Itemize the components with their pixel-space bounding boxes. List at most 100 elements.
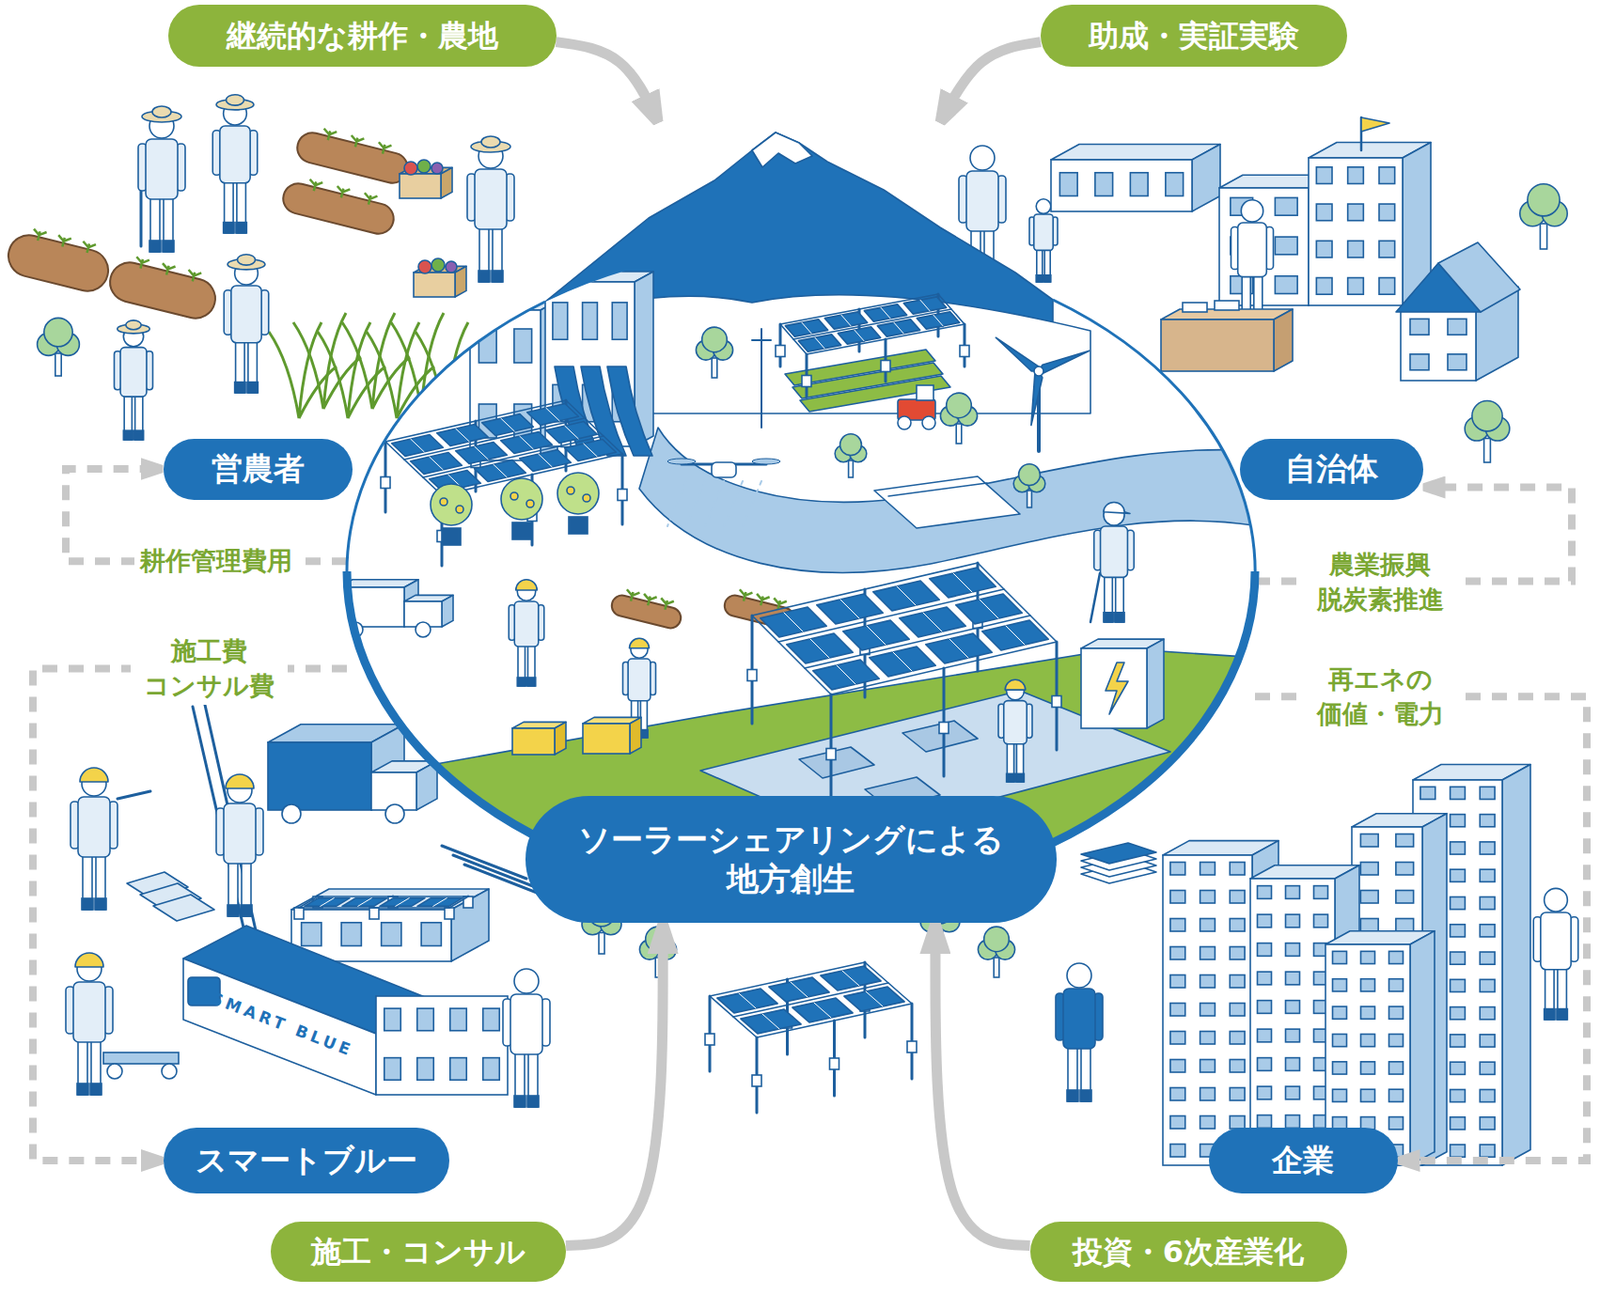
tree bbox=[977, 926, 1015, 978]
role-pill: 施工・コンサル bbox=[270, 1222, 566, 1283]
junction-box bbox=[747, 670, 757, 682]
window bbox=[421, 923, 441, 947]
spray bbox=[723, 481, 743, 527]
role-pill: 営農者 bbox=[163, 439, 353, 501]
window bbox=[1420, 786, 1436, 800]
window bbox=[1479, 1062, 1495, 1075]
crate bbox=[512, 721, 566, 755]
paddy-plot bbox=[799, 747, 875, 779]
window bbox=[1479, 1035, 1495, 1048]
window bbox=[1257, 972, 1272, 986]
panel-grid bbox=[501, 418, 515, 432]
boot bbox=[527, 1096, 539, 1108]
pill-text: 投資・6次産業化 bbox=[1072, 1233, 1304, 1271]
person bbox=[1533, 888, 1579, 1020]
junction-box bbox=[444, 908, 455, 920]
torso bbox=[510, 994, 543, 1055]
soil bbox=[294, 129, 411, 187]
building bbox=[291, 889, 489, 962]
drone bbox=[667, 458, 781, 527]
window bbox=[1095, 172, 1114, 197]
window bbox=[1450, 815, 1466, 828]
window bbox=[1316, 278, 1333, 296]
leg bbox=[1067, 1043, 1078, 1102]
boot bbox=[240, 905, 252, 917]
solar-panel bbox=[527, 404, 580, 426]
paper bbox=[1214, 300, 1240, 311]
solar-panel bbox=[798, 334, 841, 352]
leg bbox=[1044, 247, 1051, 283]
junction-box bbox=[1051, 696, 1062, 708]
window bbox=[1257, 1086, 1272, 1100]
solar-panel bbox=[843, 620, 910, 651]
helmet bbox=[1004, 679, 1026, 691]
leg bbox=[1006, 739, 1014, 783]
solar-panel bbox=[869, 646, 937, 677]
sprout bbox=[658, 597, 675, 612]
turbine-blade bbox=[1036, 347, 1092, 375]
utility-pole bbox=[752, 339, 771, 342]
snow-cap bbox=[752, 132, 813, 168]
helmet bbox=[225, 774, 254, 789]
leg bbox=[1016, 739, 1023, 783]
window bbox=[1229, 1116, 1245, 1130]
torso bbox=[145, 139, 178, 200]
person bbox=[1094, 501, 1135, 623]
panel-grid bbox=[358, 898, 372, 908]
boot bbox=[223, 222, 235, 234]
flow-arrow bbox=[940, 42, 1041, 124]
window bbox=[1389, 1062, 1404, 1075]
tractor-cab bbox=[916, 385, 934, 401]
window bbox=[1450, 1007, 1466, 1020]
role-pill: 自治体 bbox=[1239, 439, 1424, 501]
tree-trunk bbox=[993, 957, 1000, 978]
tree-trunk bbox=[598, 933, 605, 956]
panel-grid bbox=[810, 639, 830, 659]
pill-text: 助成・実証実験 bbox=[1088, 16, 1300, 55]
straw-hat bbox=[226, 94, 245, 106]
tree-crown bbox=[840, 434, 863, 456]
sprout bbox=[159, 263, 175, 277]
window bbox=[1316, 203, 1333, 221]
window bbox=[1286, 1058, 1301, 1072]
leg bbox=[492, 223, 502, 283]
window bbox=[1316, 240, 1333, 258]
window bbox=[1410, 354, 1429, 371]
sprout bbox=[134, 256, 150, 270]
panel-grid bbox=[519, 436, 534, 450]
leg bbox=[95, 851, 106, 910]
role-pill: 企業 bbox=[1208, 1128, 1398, 1194]
torso bbox=[514, 601, 539, 647]
boot bbox=[1066, 1090, 1079, 1102]
window bbox=[1450, 842, 1466, 855]
tree bbox=[1464, 401, 1510, 463]
lemon bbox=[510, 492, 518, 501]
panel-grid bbox=[836, 665, 856, 685]
leg bbox=[1036, 247, 1043, 283]
wheel bbox=[282, 804, 301, 824]
scene-outer bbox=[3, 94, 1578, 1166]
window bbox=[1348, 203, 1365, 221]
boot bbox=[1080, 1090, 1092, 1102]
turbine-blade bbox=[1025, 370, 1044, 426]
window bbox=[1450, 1145, 1466, 1158]
straw-hat bbox=[237, 254, 256, 266]
window bbox=[1396, 862, 1414, 877]
window bbox=[384, 1008, 402, 1032]
panel-grid bbox=[923, 612, 942, 632]
wall-side bbox=[454, 266, 467, 298]
torso bbox=[1238, 222, 1268, 278]
boot bbox=[1016, 773, 1025, 783]
window bbox=[1450, 869, 1466, 882]
boot bbox=[162, 240, 174, 252]
window bbox=[1479, 786, 1495, 800]
pill-text: ソーラーシェアリングによる 地方創生 bbox=[576, 819, 1006, 900]
wall-front bbox=[267, 742, 372, 811]
solar-panel bbox=[455, 442, 508, 465]
window bbox=[1286, 972, 1301, 986]
person bbox=[65, 953, 113, 1096]
boot bbox=[247, 382, 258, 393]
window bbox=[1170, 1060, 1186, 1074]
rotor bbox=[752, 458, 781, 465]
tree-crown bbox=[702, 327, 728, 353]
